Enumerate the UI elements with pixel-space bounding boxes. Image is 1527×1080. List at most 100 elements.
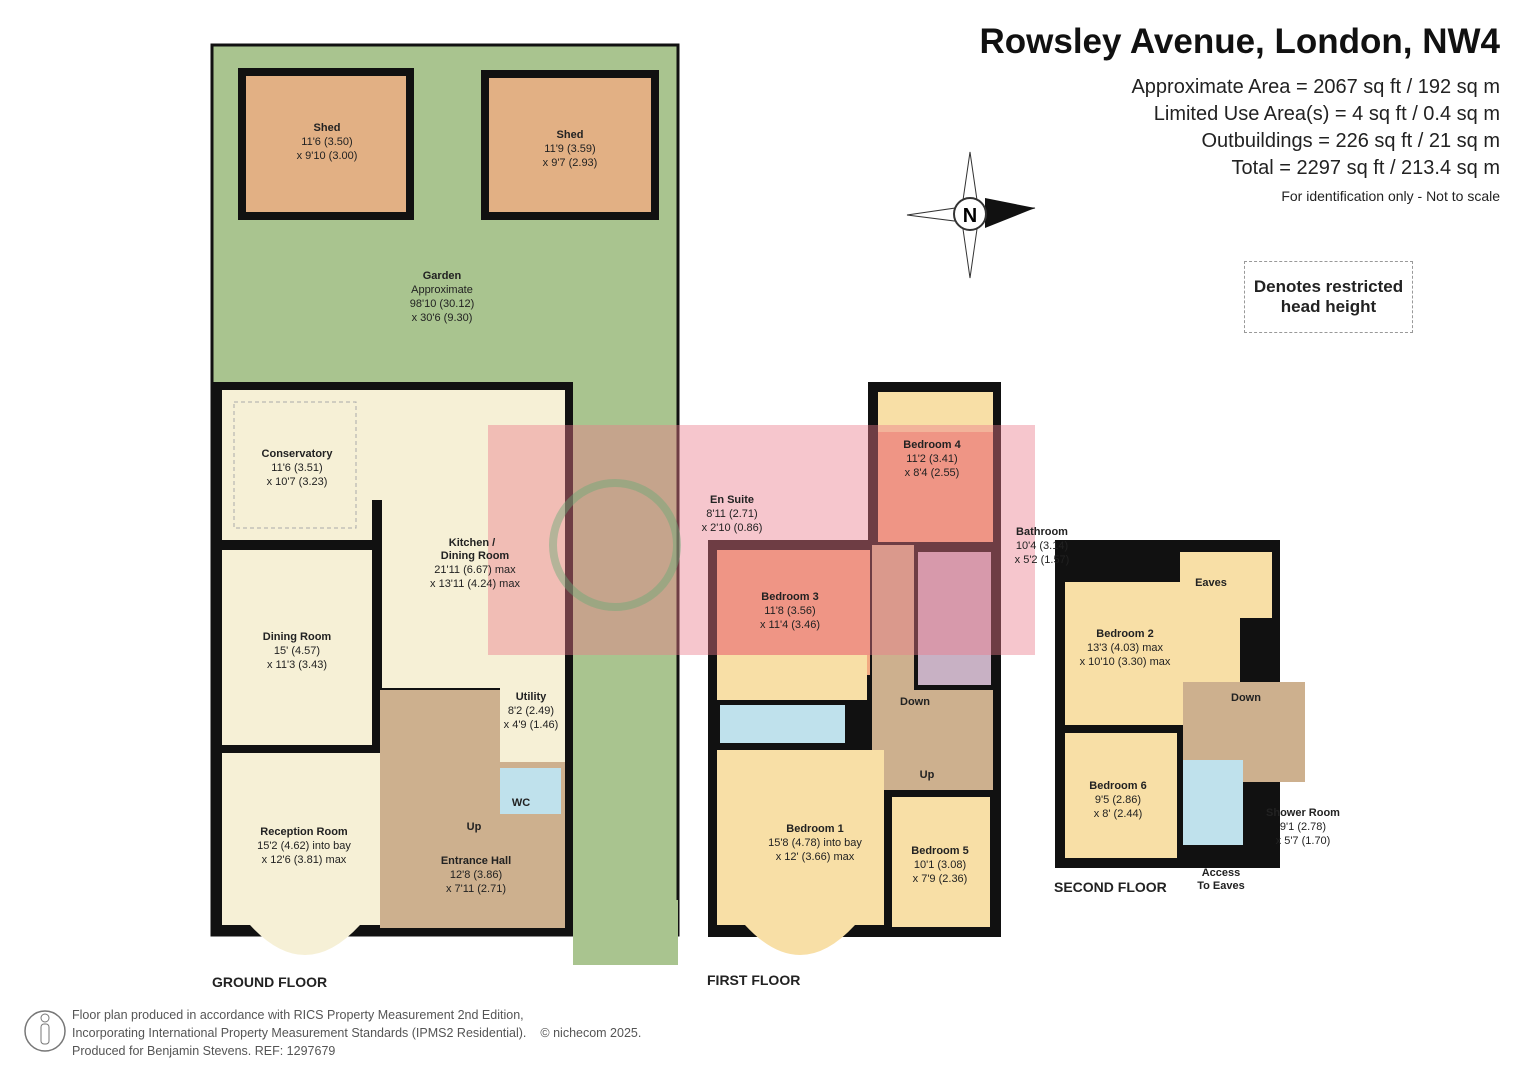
room-label: 11'6 (3.50) (301, 136, 352, 148)
info-icon (24, 1010, 66, 1052)
legend-text: Denotes restricted head height (1253, 277, 1404, 316)
second-floor (1055, 540, 1305, 868)
room-label: WC (512, 797, 530, 809)
plan-shape (40, 1013, 50, 1023)
room-label: 9'5 (2.86) (1095, 794, 1141, 806)
bedroom-6 (1065, 733, 1177, 858)
plan-shape (985, 198, 1035, 228)
room-label: 8'11 (2.71) (706, 508, 757, 520)
room-labels: Shed 11'6 (3.50) x 9'10 (3.00) Shed 11'9… (212, 122, 1340, 990)
en-suite (720, 705, 845, 743)
room-label: Bathroom (1016, 526, 1068, 538)
compass-label: N (963, 205, 977, 227)
room-label: Utility (516, 691, 547, 703)
bedroom-1 (717, 750, 884, 955)
utility (500, 652, 565, 762)
room-label: 10'4 (3.14) (1016, 540, 1068, 552)
room-label: x 10'7 (3.23) (267, 476, 328, 488)
room-label: FIRST FLOOR (707, 972, 800, 988)
landing-stairs (914, 690, 993, 790)
room-label: x 7'9 (2.36) (913, 873, 968, 885)
outbuildings-area: Outbuildings = 226 sq ft / 21 sq m (1201, 130, 1500, 152)
area-summary: Approximate Area = 2067 sq ft / 192 sq m… (1131, 74, 1500, 182)
room-label: 11'9 (3.59) (544, 143, 595, 155)
room-label: Entrance Hall (441, 855, 511, 867)
room-label: Shed (557, 129, 584, 141)
ground-floor (210, 43, 680, 965)
shed-1 (238, 68, 414, 220)
room-label: Bedroom 1 (786, 823, 843, 835)
room-label: En Suite (710, 494, 754, 506)
room-label: 21'11 (6.67) max (434, 564, 516, 576)
room-label: x 9'10 (3.00) (297, 150, 358, 162)
room-label: 15'8 (4.78) into bay (768, 837, 862, 849)
room-label: Shower Room (1266, 807, 1340, 819)
room-label: Conservatory (262, 448, 334, 460)
bedroom-5 (892, 797, 990, 927)
total-area: Total = 2297 sq ft / 213.4 sq m (1231, 157, 1501, 179)
room-label: 98'10 (30.12) (410, 298, 474, 310)
room-label: To Eaves (1197, 880, 1245, 892)
room-label: GROUND FLOOR (212, 974, 327, 990)
footer-line: Incorporating International Property Mea… (72, 1026, 527, 1040)
room-label: 15'2 (4.62) into bay (257, 840, 351, 852)
room-label: Bedroom 3 (761, 591, 818, 603)
wc (500, 768, 561, 814)
room-label: 13'3 (4.03) max (1087, 642, 1164, 654)
room-label: x 2'10 (0.86) (702, 522, 763, 534)
room-label: Approximate (411, 284, 473, 296)
watermark-ring (549, 479, 681, 611)
bedroom-4-top (878, 392, 993, 432)
watermark-logo (488, 425, 1035, 655)
room-label: x 5'2 (1.57) (1015, 554, 1070, 566)
room-label: Dining Room (441, 550, 510, 562)
room-label: Access (1202, 867, 1241, 879)
room-label: 11'6 (3.51) (271, 462, 322, 474)
room-label: x 11'4 (3.46) (760, 619, 820, 631)
watermark-band (488, 425, 1035, 655)
room-label: 8'2 (2.49) (508, 705, 554, 717)
shed-2 (481, 70, 659, 220)
room-label: SECOND FLOOR (1054, 879, 1167, 895)
room-label: Down (900, 696, 930, 708)
shower-room (1183, 760, 1243, 845)
identification-note: For identification only - Not to scale (1281, 188, 1500, 204)
room-label: x 8'4 (2.55) (905, 467, 960, 479)
room-label: Garden (423, 270, 462, 282)
room-label: x 12' (3.66) max (776, 851, 855, 863)
compass-icon: N (906, 151, 1036, 279)
footer-row: Incorporating International Property Mea… (72, 1024, 641, 1042)
plan-shape (24, 1010, 66, 1052)
approximate-area: Approximate Area = 2067 sq ft / 192 sq m (1131, 76, 1500, 98)
room-label: Reception Room (260, 826, 348, 838)
room-label: x 7'11 (2.71) (446, 883, 506, 895)
room-label: x 8' (2.44) (1094, 808, 1143, 820)
footer-line: Produced for Benjamin Stevens. REF: 1297… (72, 1044, 336, 1058)
room-label: 9'1 (2.78) (1280, 821, 1326, 833)
room-label: x 13'11 (4.24) max (430, 578, 520, 590)
bedroom-3 (717, 550, 870, 675)
room-label: x 10'10 (3.30) max (1080, 656, 1171, 668)
room-label: Up (920, 769, 935, 781)
room-label: x 5'7 (1.70) (1276, 835, 1331, 847)
room-label: Up (467, 821, 482, 833)
plan-shape (953, 197, 987, 231)
room-label: Bedroom 4 (903, 439, 961, 451)
garden-path (573, 900, 678, 965)
conservatory-roof (233, 401, 357, 529)
room-label: Kitchen / (449, 537, 495, 549)
room-label: Bedroom 2 (1096, 628, 1153, 640)
property-title: Rowsley Avenue, London, NW4 (979, 22, 1500, 61)
room-label: x 12'6 (3.81) max (262, 854, 347, 866)
room-label: Shed (314, 122, 341, 134)
room-label: Eaves (1195, 577, 1227, 589)
reception-room (222, 753, 388, 955)
room-label: x 9'7 (2.93) (543, 157, 598, 169)
first-floor (708, 382, 1001, 955)
room-label: x 4'9 (1.46) (504, 719, 559, 731)
footer: Floor plan produced in accordance with R… (72, 1006, 641, 1060)
conservatory (222, 390, 372, 540)
room-label: 11'2 (3.41) (906, 453, 957, 465)
room-label: Dining Room (263, 631, 332, 643)
